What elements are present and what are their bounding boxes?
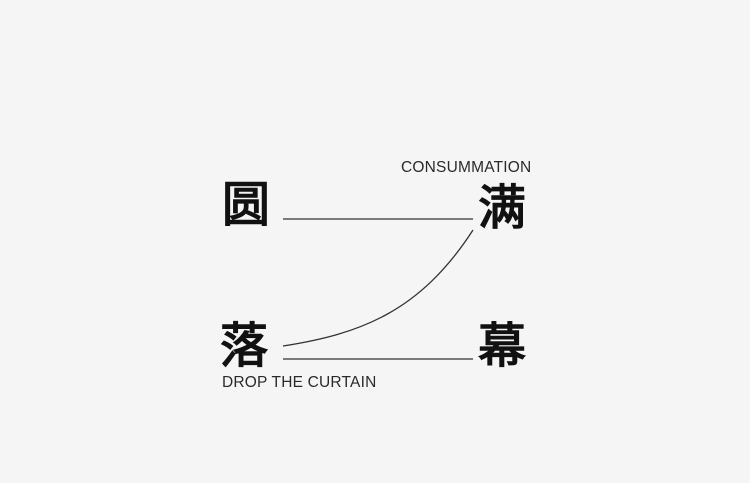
caption-consummation: CONSUMMATION bbox=[401, 159, 532, 176]
character-mu: 幕 bbox=[477, 318, 526, 374]
curved-connector-line bbox=[282, 229, 474, 347]
character-yuan: 圆 bbox=[221, 177, 270, 233]
character-luo: 落 bbox=[219, 318, 268, 374]
caption-drop-the-curtain: DROP THE CURTAIN bbox=[222, 374, 377, 391]
character-man: 满 bbox=[477, 180, 526, 236]
